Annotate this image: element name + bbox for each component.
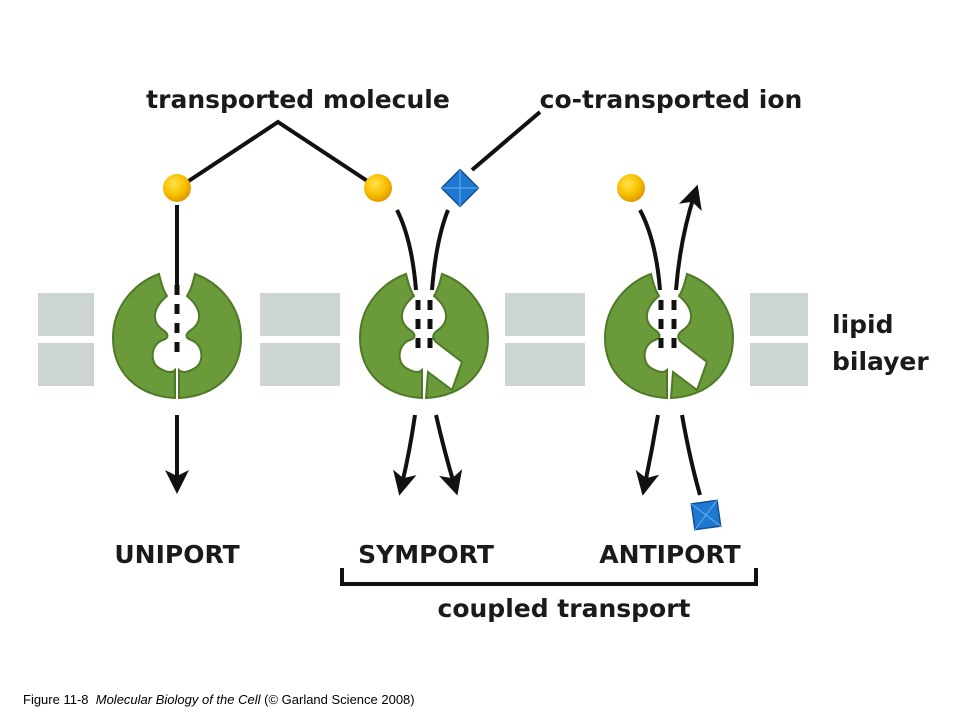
coupled-transport-label: coupled transport [438,594,691,623]
co-transported-ion-icon [690,499,722,531]
antiport-label: ANTIPORT [599,540,740,569]
co-transported-ion-icon [440,168,480,208]
transported-molecule-icon [364,174,392,202]
book-title: Molecular Biology of the Cell [95,692,261,707]
co-transported-ion-label: co-transported ion [540,85,803,114]
transported-molecule-icon [617,174,645,202]
transported-molecule-label: transported molecule [146,85,450,114]
transported-molecule-icon [163,174,191,202]
lipid-label: lipid [832,310,894,339]
bilayer-label: bilayer [832,347,929,376]
figure-number: Figure 11-8 [23,692,89,707]
symport-label: SYMPORT [358,540,494,569]
uniport-label: UNIPORT [114,540,239,569]
symport-protein [359,273,489,399]
coupled-transport-bracket [340,568,758,586]
lipid-bilayer [38,293,808,386]
uniport-transporter [112,174,242,494]
figure-caption: Figure 11-8 Molecular Biology of the Cel… [23,692,415,707]
antiport-protein [604,273,734,399]
label-connector-lines [176,110,542,190]
copyright: (© Garland Science 2008) [264,692,415,707]
antiport-transporter [604,174,734,531]
symport-transporter [359,168,489,496]
